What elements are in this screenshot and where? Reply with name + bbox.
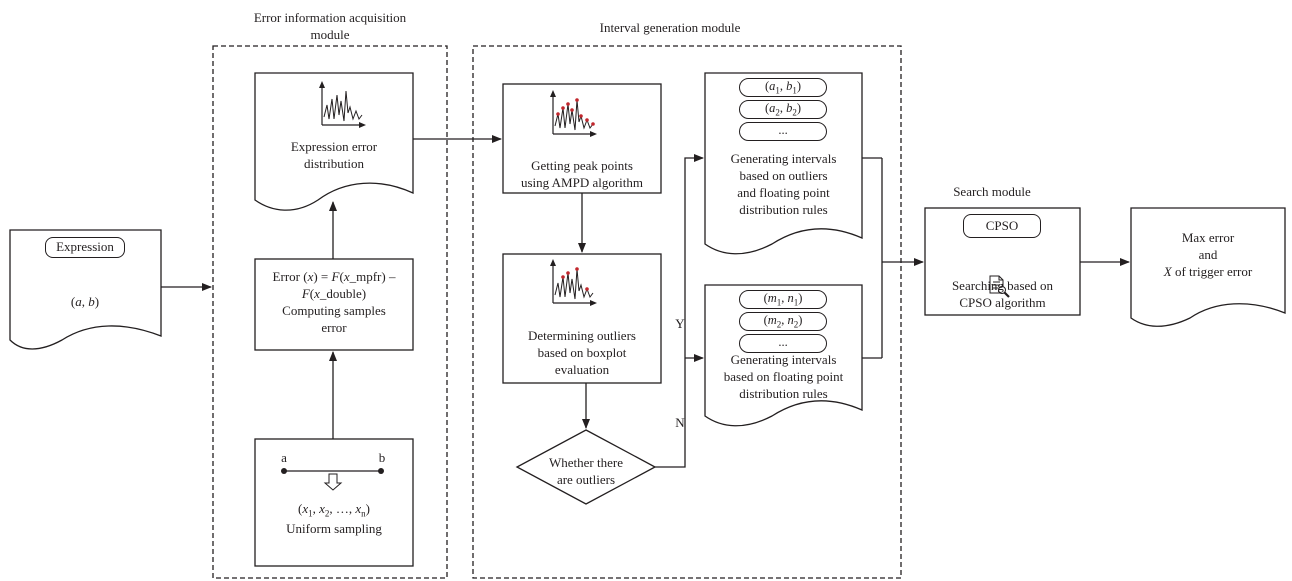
sampling-b-label: b	[378, 450, 386, 465]
intervals-outliers-document	[704, 72, 863, 255]
cpso-pill: CPSO	[963, 214, 1041, 238]
input-document	[9, 229, 162, 350]
interval-gen-module-frame	[472, 45, 902, 579]
point-b-marker	[378, 468, 384, 474]
hollow-down-arrow-icon	[323, 473, 343, 491]
document-search-icon	[989, 275, 1010, 298]
boxplot-chart-icon	[550, 259, 597, 306]
decision-yes-arrow	[655, 154, 704, 468]
compute-error-label: Error (x) = F(x_mpfr) –F(x_double)Comput…	[272, 269, 396, 335]
decision-yes-label: Y	[675, 316, 685, 331]
search-module-title: Search module	[953, 184, 1031, 199]
compute-error-box	[254, 258, 414, 351]
decision-no-label: N	[675, 415, 685, 430]
sampling-points: (x1, x2, …, xn)	[297, 501, 371, 519]
decision-diamond	[515, 429, 657, 505]
float-pill-1: (m1, n1)	[739, 290, 827, 309]
interval-pill-2: (a2, b2)	[739, 100, 827, 119]
point-a-marker	[281, 468, 287, 474]
sampling-box	[254, 438, 414, 567]
sampling-label: Uniform sampling	[286, 521, 382, 536]
interval-pill-3: ...	[739, 122, 827, 141]
expression-pill: Expression	[45, 237, 125, 258]
intervals-float-document	[704, 284, 863, 427]
float-pill-3: ...	[739, 334, 827, 353]
input-range: (a, b)	[70, 294, 100, 309]
interval-gen-module-title: Interval generation module	[599, 20, 741, 35]
sampling-a-label: a	[281, 450, 287, 465]
error-distribution-chart-icon	[319, 81, 366, 128]
float-pill-2: (m2, n2)	[739, 312, 827, 331]
peak-chart-icon	[550, 90, 597, 137]
output-document	[1130, 207, 1286, 327]
interval-pill-1: (a1, b1)	[739, 78, 827, 97]
outliers-box	[502, 253, 662, 384]
error-info-module-frame	[212, 45, 448, 579]
expr-error-document	[254, 72, 414, 211]
